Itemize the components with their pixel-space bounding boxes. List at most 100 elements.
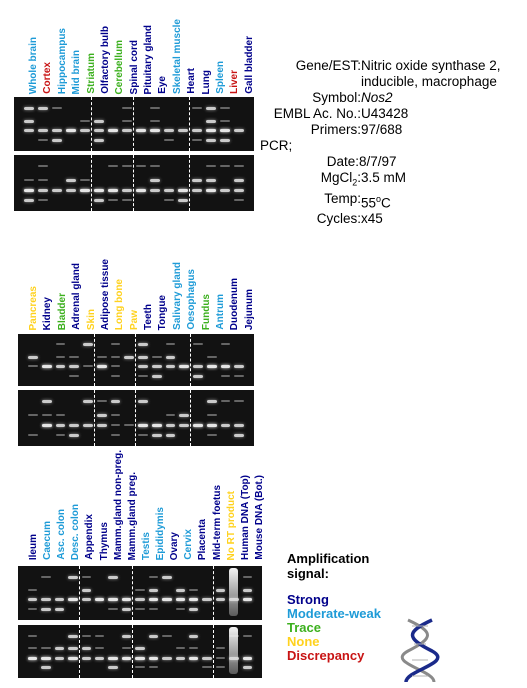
gel-band xyxy=(162,576,172,579)
lane-label: Testis xyxy=(140,531,152,560)
gel-band xyxy=(135,666,145,668)
lane-label: Oesophagus xyxy=(186,269,198,330)
gel-band xyxy=(138,375,148,377)
primers-row: Primers: 97/688 xyxy=(260,122,525,138)
lane-label: Striatum xyxy=(85,53,97,94)
lane-label: Duodenum xyxy=(229,277,241,330)
gel-band-main xyxy=(135,657,145,660)
gel-divider xyxy=(133,97,134,151)
legend-discrepancy: Discrepancy xyxy=(287,648,365,663)
gel-band xyxy=(95,635,105,637)
gel-band xyxy=(83,400,93,403)
gel-band xyxy=(148,635,159,638)
gel-band-main xyxy=(178,189,188,192)
gel-divider xyxy=(91,155,92,211)
lane-label: Skin xyxy=(85,308,97,330)
gel-band xyxy=(206,400,217,403)
gel-band-main xyxy=(202,657,212,660)
embl-row: EMBL Ac. No.: U43428 xyxy=(260,106,525,122)
gel-band-main xyxy=(220,424,231,427)
gel-band-main xyxy=(206,129,216,132)
gel-band xyxy=(121,635,132,638)
gel-band xyxy=(121,647,132,649)
gel-band xyxy=(148,608,159,610)
gel-band xyxy=(38,199,48,201)
gel-band xyxy=(110,343,121,345)
cycles-row: Cycles: x45 xyxy=(260,211,525,227)
legend-title: Amplification signal: xyxy=(287,551,381,581)
symbol-row: Symbol: Nos2 xyxy=(260,90,525,106)
embl-key: EMBL Ac. No.: xyxy=(273,106,361,121)
lane-label: Mid brain xyxy=(71,49,83,94)
lane-label: Eye xyxy=(157,76,169,94)
gel-band-main xyxy=(95,598,105,601)
lane-label: Mouse DNA (Bot.) xyxy=(253,475,265,560)
gel-band-main xyxy=(108,129,118,132)
gel-band-main xyxy=(179,424,189,427)
gel-band xyxy=(38,139,48,141)
gel-band xyxy=(188,635,199,638)
gel-band-main xyxy=(206,189,216,192)
lane-label: Cerebellum xyxy=(114,39,126,94)
gel-band-main xyxy=(54,598,65,601)
temp-degree: o xyxy=(376,193,382,204)
gel-band xyxy=(192,139,202,141)
gel-band xyxy=(66,179,76,182)
gel-band xyxy=(206,165,216,167)
gel-divider xyxy=(135,334,136,386)
gel-band xyxy=(136,165,146,167)
gel-band xyxy=(220,120,230,122)
gel-divider xyxy=(94,334,95,386)
gel-band-main xyxy=(24,129,34,132)
gel-band xyxy=(94,199,104,202)
gel-band-main xyxy=(162,657,172,660)
lane-label: Mamm.gland non-preg. xyxy=(112,450,124,560)
gel-band-main xyxy=(192,129,202,132)
gel-band-main xyxy=(108,189,118,192)
gel-band-main xyxy=(148,598,159,601)
gel-band xyxy=(215,666,226,668)
gel-band xyxy=(178,199,188,202)
gel-band-main xyxy=(165,365,176,368)
temp-key: Temp: xyxy=(324,190,361,206)
gel-band-main xyxy=(81,657,92,660)
gel-band xyxy=(215,598,226,601)
gel-divider xyxy=(213,566,214,620)
gel-band xyxy=(24,107,34,110)
gel-band xyxy=(175,589,185,592)
gene-row: Gene/EST: Nitric oxide synthase 2, induc… xyxy=(260,58,525,90)
gel-band xyxy=(206,414,217,416)
lane-label: Ileum xyxy=(28,533,39,560)
gel-band-main xyxy=(175,657,185,660)
gel-band xyxy=(188,647,199,649)
gel-band xyxy=(54,608,65,611)
lane-label: Caecum xyxy=(42,521,54,560)
gel-band xyxy=(110,365,121,367)
gel-image-panel-1-top xyxy=(14,97,254,151)
gel-band-main xyxy=(69,365,79,368)
gel-band-main xyxy=(121,598,132,601)
gel-band xyxy=(151,356,162,358)
gel-band xyxy=(148,666,159,668)
gel-band xyxy=(122,107,132,109)
date-row: Date: 8/7/97 xyxy=(258,154,525,170)
gel-band-main xyxy=(136,129,146,132)
legend-trace: Trace xyxy=(287,620,321,635)
gel-band xyxy=(234,165,244,167)
gel-band xyxy=(206,356,217,358)
gel-band xyxy=(52,107,62,109)
gel-band-main xyxy=(206,424,217,427)
gel-divider xyxy=(79,625,80,678)
lane-label: Pancreas xyxy=(28,285,39,330)
gel-band xyxy=(122,120,132,122)
gel-band xyxy=(28,589,38,591)
gel-band xyxy=(28,635,38,637)
lane-label: No RT product xyxy=(225,490,237,560)
lane-label: Lung xyxy=(200,69,212,94)
gel-band xyxy=(110,424,121,426)
mgcl-key: MgCl xyxy=(320,170,353,185)
gel-band xyxy=(24,120,34,123)
gel-band-main xyxy=(242,598,252,601)
symbol-value: Nos2 xyxy=(361,90,393,105)
